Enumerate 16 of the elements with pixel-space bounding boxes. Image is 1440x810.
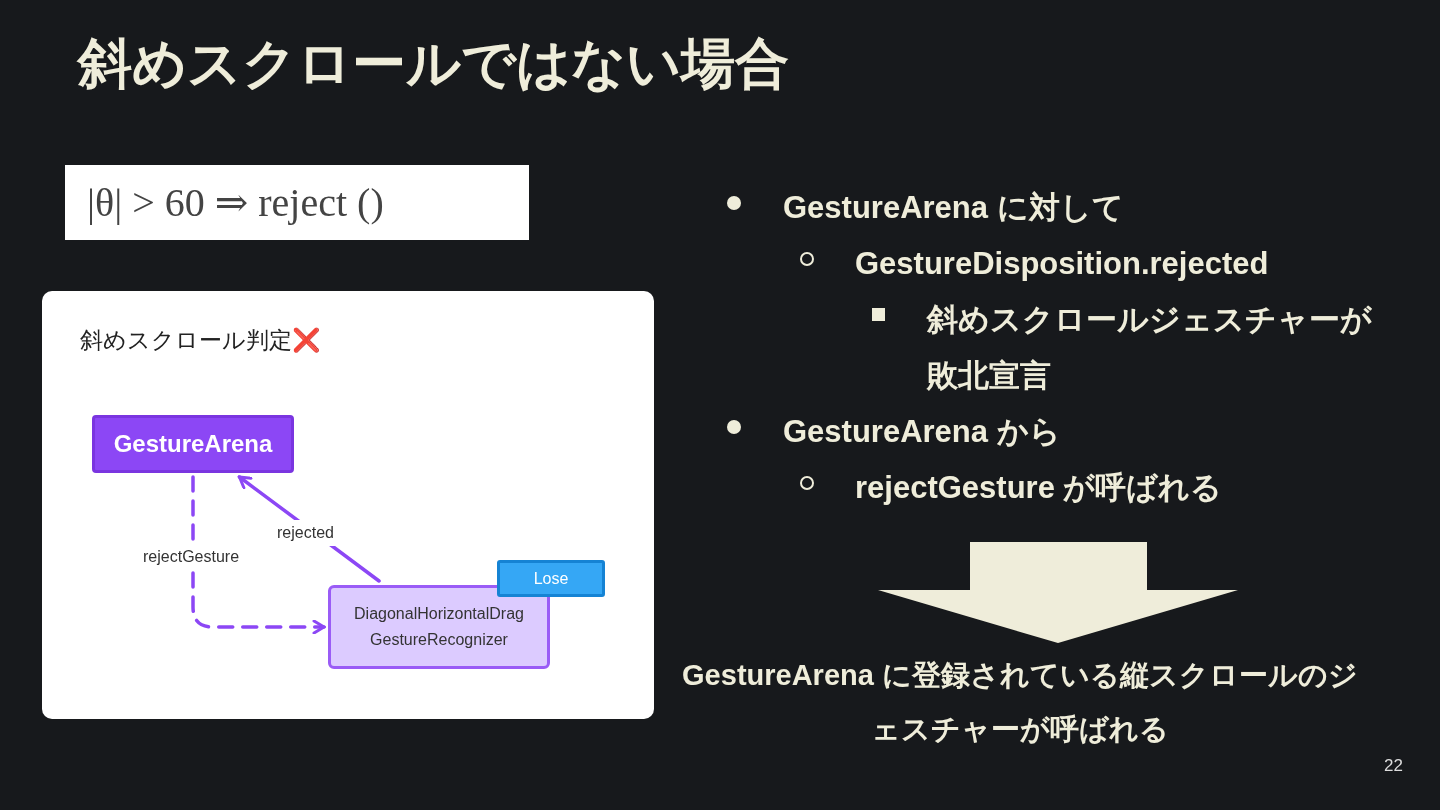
conclusion-text: GestureArena に登録されている縦スクロールのジェスチャーが呼ばれる bbox=[655, 648, 1385, 756]
bullet-text: GestureArena から bbox=[783, 413, 1062, 451]
status-badge: Lose bbox=[497, 560, 605, 597]
class-box: DiagonalHorizontalDrag GestureRecognizer bbox=[328, 585, 550, 669]
class-box: GestureArena bbox=[92, 415, 294, 473]
card-panel bbox=[42, 291, 654, 719]
page-number: 22 bbox=[1384, 756, 1403, 776]
bullet-text: GestureArena に対して bbox=[783, 189, 1125, 227]
card-heading: 斜めスクロール判定❌ bbox=[80, 326, 321, 355]
formula: |θ| > 60 ⇒ reject () bbox=[65, 165, 529, 240]
bullet-text: GestureDisposition.rejected bbox=[855, 245, 1270, 283]
bullet-text: rejectGesture が呼ばれる bbox=[855, 469, 1224, 507]
slide-title: 斜めスクロールではない場合 bbox=[78, 32, 789, 95]
block-arrow bbox=[878, 542, 1238, 643]
bullet-text: 斜めスクロールジェスチャーが敗北宣言 bbox=[927, 301, 1373, 395]
arrow bbox=[191, 475, 326, 635]
